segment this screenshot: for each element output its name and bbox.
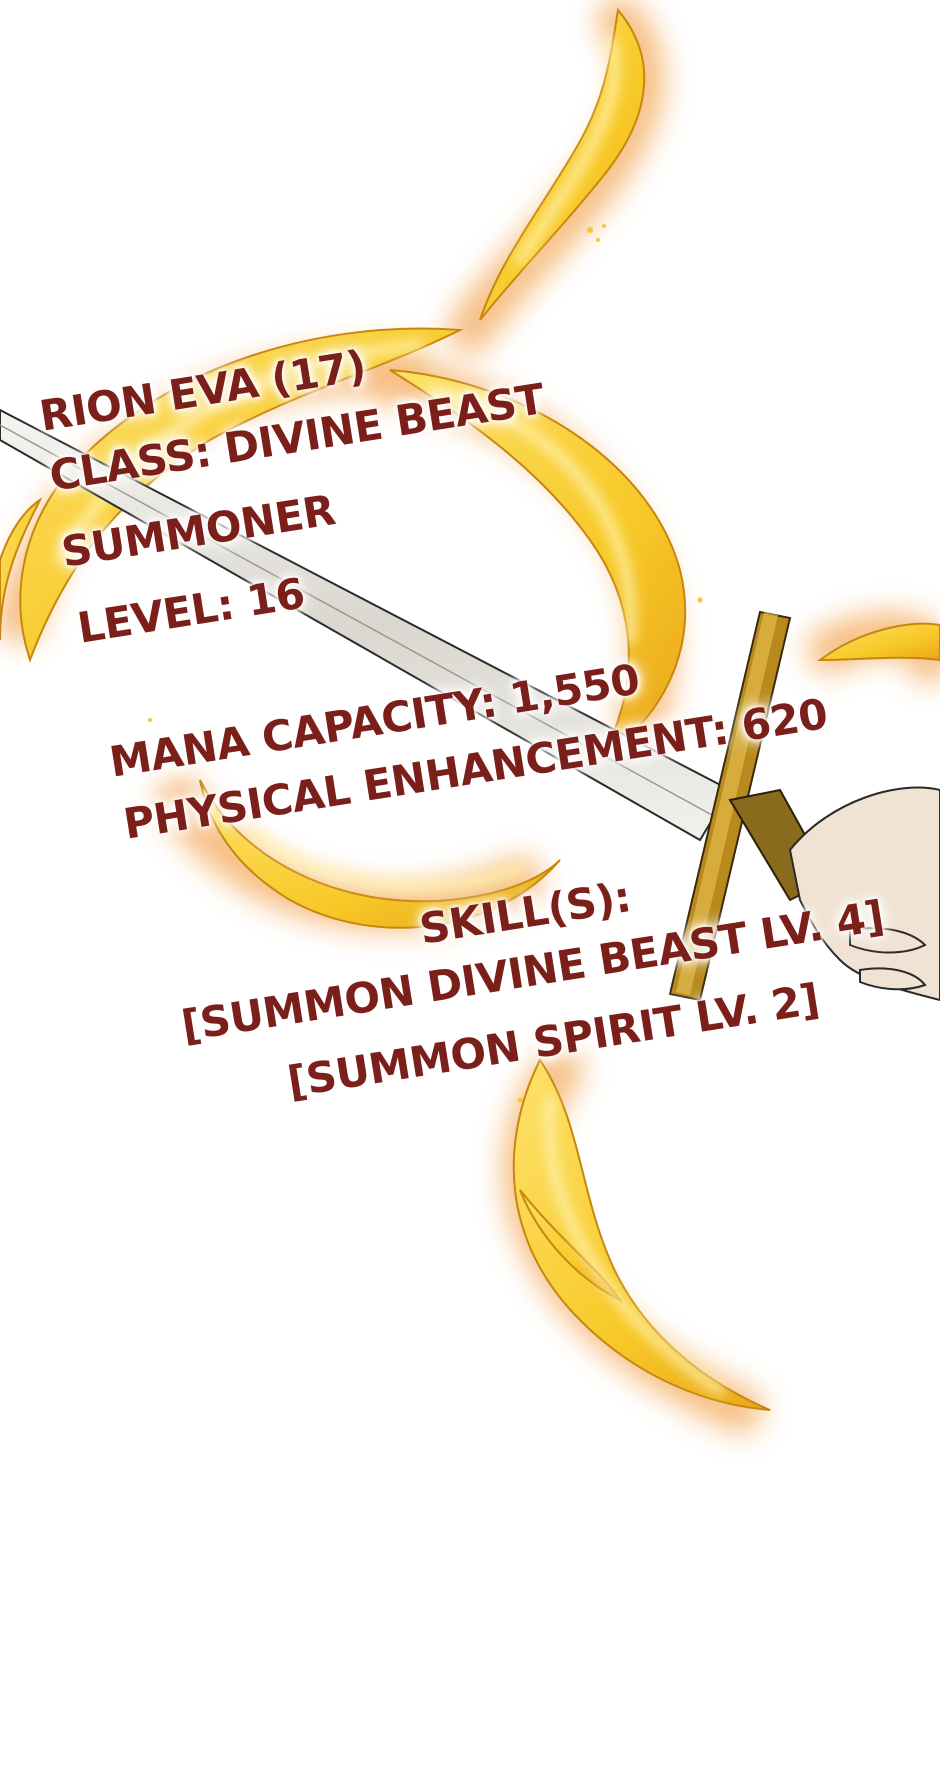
hand xyxy=(788,786,940,1002)
sparkles xyxy=(148,224,703,1103)
flame-highlights xyxy=(55,35,725,1395)
sword-blade xyxy=(0,408,732,842)
sword-guard xyxy=(668,610,792,1002)
